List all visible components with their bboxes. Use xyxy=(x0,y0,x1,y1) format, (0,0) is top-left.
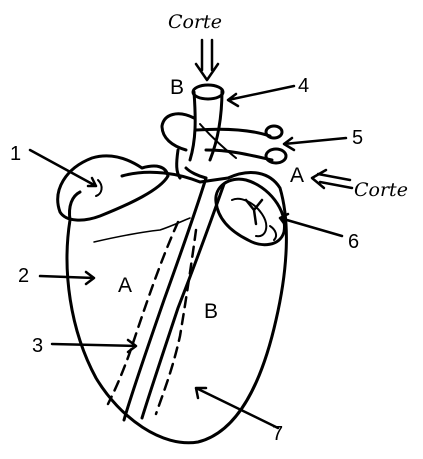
vessel-right-lower-opening xyxy=(266,149,286,163)
label-b-vessel: B xyxy=(170,76,184,99)
groove-line-1 xyxy=(124,178,206,420)
heart-left-edge xyxy=(69,192,80,220)
label-corte-right: Corte xyxy=(354,179,408,201)
label-2: 2 xyxy=(18,265,29,287)
left-auricle xyxy=(58,156,168,220)
label-1: 1 xyxy=(10,143,21,165)
dashed-vessel-a xyxy=(108,222,178,404)
label-4: 4 xyxy=(298,75,309,97)
arrow-4 xyxy=(228,86,294,106)
vessel-top-opening xyxy=(193,85,223,99)
label-b-right: B xyxy=(204,300,218,323)
label-6: 6 xyxy=(348,231,359,253)
auricle-crease xyxy=(96,180,102,196)
vessel-left-branch xyxy=(162,114,194,150)
label-5: 5 xyxy=(352,127,363,149)
label-a-vessel: A xyxy=(290,164,304,187)
corte-right-arrow xyxy=(312,170,352,188)
arrow-5 xyxy=(284,138,346,150)
valve-side xyxy=(270,226,276,240)
arrow-3 xyxy=(52,340,136,352)
corte-top-arrow xyxy=(196,40,218,80)
valve-outline xyxy=(216,179,285,245)
label-7: 7 xyxy=(272,423,283,445)
arrow-7 xyxy=(196,388,278,428)
arrow-6 xyxy=(280,214,342,236)
label-corte-top: Corte xyxy=(168,11,222,33)
label-a-left: A xyxy=(118,274,132,297)
label-3: 3 xyxy=(32,335,43,357)
vessel-right-upper-opening xyxy=(266,126,282,138)
